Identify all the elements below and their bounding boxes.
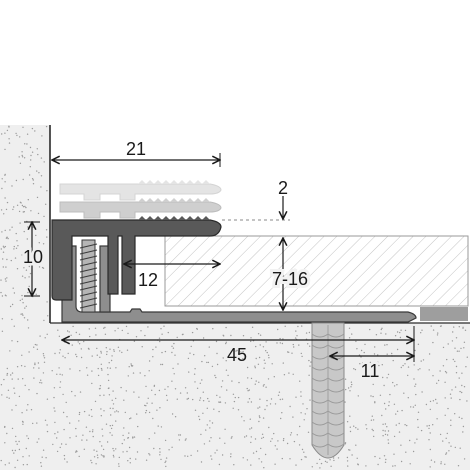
cover-profile	[51, 216, 222, 301]
profile-cap-light	[59, 201, 222, 219]
wall-substrate	[0, 125, 50, 470]
profile-teeth-dark	[138, 216, 210, 220]
dim-label-11: 11	[361, 361, 380, 381]
dim-label-2: 2	[278, 178, 288, 198]
floor-covering	[164, 235, 469, 321]
dim-label-45: 45	[227, 345, 247, 365]
substrate	[0, 125, 470, 470]
profile-teeth-light	[138, 198, 210, 202]
wall-plug-icon	[311, 322, 345, 459]
dim-label-12: 12	[138, 270, 158, 290]
dim-label-10: 10	[23, 247, 43, 267]
dimensions: 21 2 10 12 7-16 45 11	[20, 139, 414, 384]
profile-positions	[59, 180, 222, 219]
dim-label-21: 21	[126, 139, 146, 159]
floor-substrate	[50, 323, 470, 470]
dim-label-7-16: 7-16	[272, 269, 308, 289]
covering-underlay	[420, 307, 468, 321]
screw-icon	[79, 239, 98, 313]
profile-teeth-faint	[138, 180, 210, 184]
profile-cap-faint	[59, 183, 222, 201]
covering-board	[164, 235, 469, 307]
cover-cap-dark	[51, 219, 222, 301]
